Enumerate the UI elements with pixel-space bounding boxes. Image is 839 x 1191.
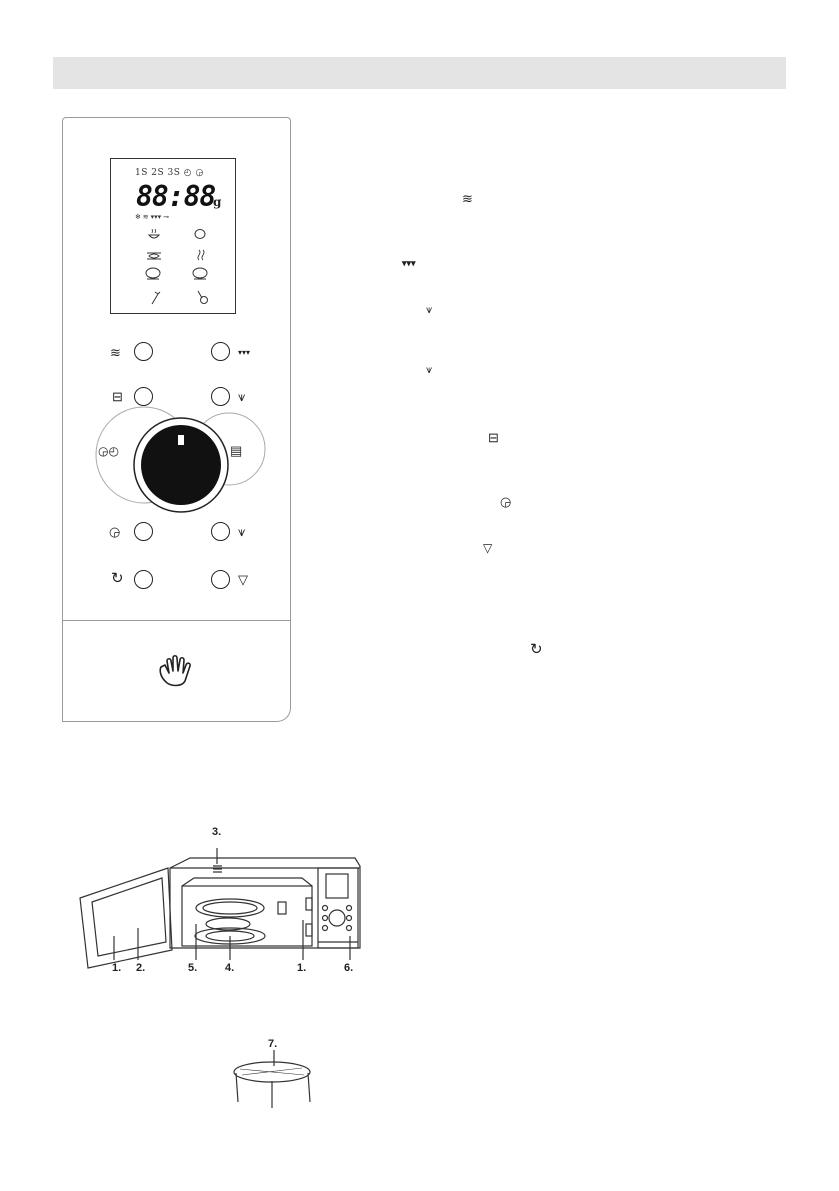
label-6: 6.: [344, 962, 354, 974]
callout-start-icon: ↻: [530, 641, 543, 658]
combi-2-button[interactable]: [211, 522, 230, 541]
section-header-bar: [53, 57, 786, 89]
lcd-unit: g: [213, 195, 222, 209]
callout-combi-2-icon: ⩛: [426, 364, 433, 376]
start-button[interactable]: [134, 570, 153, 589]
soup-bowl-icon: [147, 228, 161, 239]
grill-icon: ▾▾▾: [238, 348, 251, 357]
label-5: 5.: [188, 962, 198, 974]
potato-icon: [194, 229, 206, 239]
lcd-display: 1S 2S 3S ◴ ◶ 88:88 g ❄ ≋ ▾▾▾ ⊸: [110, 158, 236, 314]
knob-assembly: [95, 406, 266, 513]
lcd-mode-indicators: ❄ ≋ ▾▾▾ ⊸: [135, 214, 169, 221]
drumstick-icon: [197, 290, 208, 304]
carrot-icon: [151, 291, 161, 305]
label-1-latch: 1.: [297, 962, 307, 974]
memory-icon: ▤: [230, 443, 243, 458]
callout-microwave-icon: ≋: [462, 191, 473, 206]
fish-icon: [147, 252, 161, 260]
microwave-waves-icon: ≋: [110, 345, 121, 360]
clock-icon: ◶◴: [98, 444, 119, 458]
label-4: 4.: [225, 962, 235, 974]
lcd-stage-indicators: 1S 2S 3S ◴ ◶: [135, 168, 204, 178]
grill-button[interactable]: [211, 342, 230, 361]
microwave-button[interactable]: [134, 342, 153, 361]
kitchen-timer-icon: ◶: [109, 524, 121, 539]
weight-icon: ⊟: [112, 389, 123, 404]
callout-stop-icon: ▽: [483, 541, 493, 555]
stop-button[interactable]: [211, 570, 230, 589]
label-7: 7.: [268, 1038, 278, 1050]
label-1-door: 1.: [112, 962, 122, 974]
stop-icon: ▽: [238, 572, 248, 587]
label-2: 2.: [136, 962, 146, 974]
label-3: 3.: [212, 826, 222, 838]
combi-2-icon: ⩛: [238, 524, 246, 539]
kitchen-timer-button[interactable]: [134, 522, 153, 541]
control-panel: [62, 117, 291, 621]
callout-grill-icon: ▾▾▾: [402, 258, 416, 268]
pizza-dish-icon: [145, 267, 161, 280]
callout-combi-1-icon: ⩛: [426, 304, 433, 316]
combi-1-icon: ⩛: [238, 389, 246, 404]
start-icon: ↻: [111, 570, 124, 587]
hand-touch-icon: [159, 654, 191, 687]
casserole-icon: [192, 267, 208, 280]
lcd-digits: 88:88: [136, 180, 216, 213]
steam-icon: [197, 249, 205, 261]
callout-timer-icon: ◶: [500, 494, 512, 509]
selection-knob[interactable]: [141, 425, 221, 505]
combi-1-button[interactable]: [211, 387, 230, 406]
callout-weight-icon: ⊟: [488, 430, 499, 445]
oven-diagram: [79, 848, 361, 1108]
weight-defrost-button[interactable]: [134, 387, 153, 406]
door-sensor-area: [62, 621, 291, 722]
